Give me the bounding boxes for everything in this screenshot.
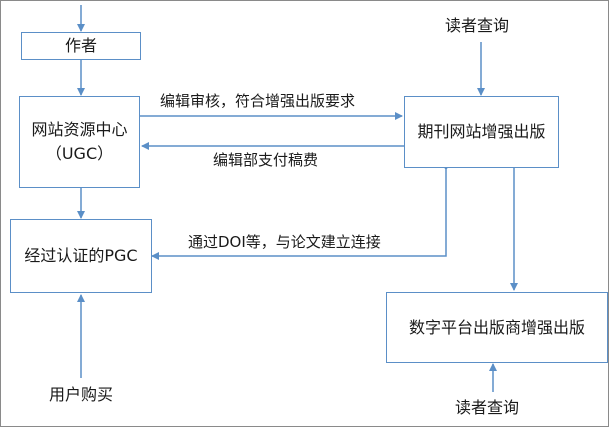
journal-site-box: 期刊网站增强出版 (404, 96, 559, 168)
arrow-doi-link (151, 163, 450, 260)
reader-query-bottom-label: 读者查询 (455, 398, 520, 417)
reader-query-top-label: 读者查询 (445, 16, 510, 35)
doi-link-label: 通过DOI等，与论文建立连接 (188, 233, 381, 251)
user-purchase-label: 用户购买 (49, 385, 114, 404)
edit-pay-label: 编辑部支付稿费 (213, 151, 319, 169)
pgc-box: 经过认证的PGC (10, 219, 152, 293)
pgc-label: 经过认证的PGC (24, 246, 138, 265)
author-label: 作者 (64, 36, 97, 55)
site-center-label: 网站资源中心 (31, 120, 128, 139)
site-center-box: 网站资源中心 （UGC） (19, 96, 140, 188)
journal-site-label: 期刊网站增强出版 (417, 122, 546, 141)
digital-platform-box: 数字平台出版商增强出版 (386, 292, 608, 363)
site-center-ugc-label: （UGC） (45, 144, 114, 163)
digital-platform-label: 数字平台出版商增强出版 (408, 317, 585, 337)
edit-review-label: 编辑审核，符合增强出版要求 (160, 92, 356, 110)
author-box: 作者 (21, 32, 141, 60)
